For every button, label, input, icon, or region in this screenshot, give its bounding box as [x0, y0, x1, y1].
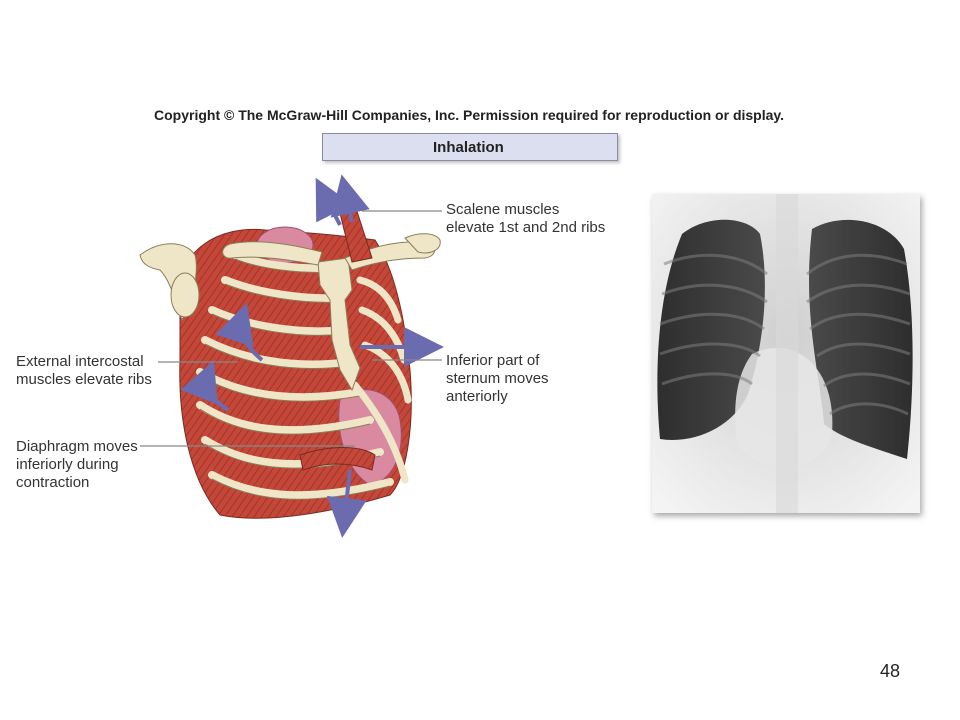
label-line: sternum moves [446, 370, 549, 387]
page-number: 48 [880, 661, 901, 681]
xray-lung-right [809, 219, 913, 459]
diaphragm-muscle [299, 447, 376, 471]
xray-spine [776, 194, 798, 513]
acromion-right [404, 233, 441, 254]
label-line: anteriorly [446, 388, 508, 405]
label-line: inferiorly during [16, 456, 119, 473]
label-line: contraction [16, 474, 90, 491]
costal-margin [351, 381, 409, 484]
shoulder-joint [170, 272, 200, 318]
label-diaphragm: Diaphragm moves inferiorly during contra… [16, 438, 138, 492]
movement-arrow-icon [180, 174, 444, 538]
title-box: Inhalation [322, 133, 618, 161]
clavicle-left [222, 241, 323, 266]
label-line: Scalene muscles [446, 201, 560, 218]
title-label: Inhalation [433, 139, 504, 156]
label-line: Inferior part of [446, 352, 540, 369]
label-scalene-muscles: Scalene muscles elevate 1st and 2nd ribs [446, 201, 605, 237]
label-line: External intercostal [16, 353, 144, 370]
chest-xray-image [652, 194, 920, 513]
label-line: muscles elevate ribs [16, 371, 152, 388]
xray-lung-left [657, 219, 765, 440]
label-line: elevate 1st and 2nd ribs [446, 219, 606, 236]
sternum [317, 257, 361, 392]
label-external-intercostal: External intercostal muscles elevate rib… [16, 353, 152, 389]
label-line: Diaphragm moves [16, 438, 138, 455]
leader-lines [140, 210, 442, 447]
label-inferior-sternum: Inferior part of sternum moves anteriorl… [446, 352, 549, 406]
copyright-notice: Copyright © The McGraw-Hill Companies, I… [154, 107, 785, 123]
